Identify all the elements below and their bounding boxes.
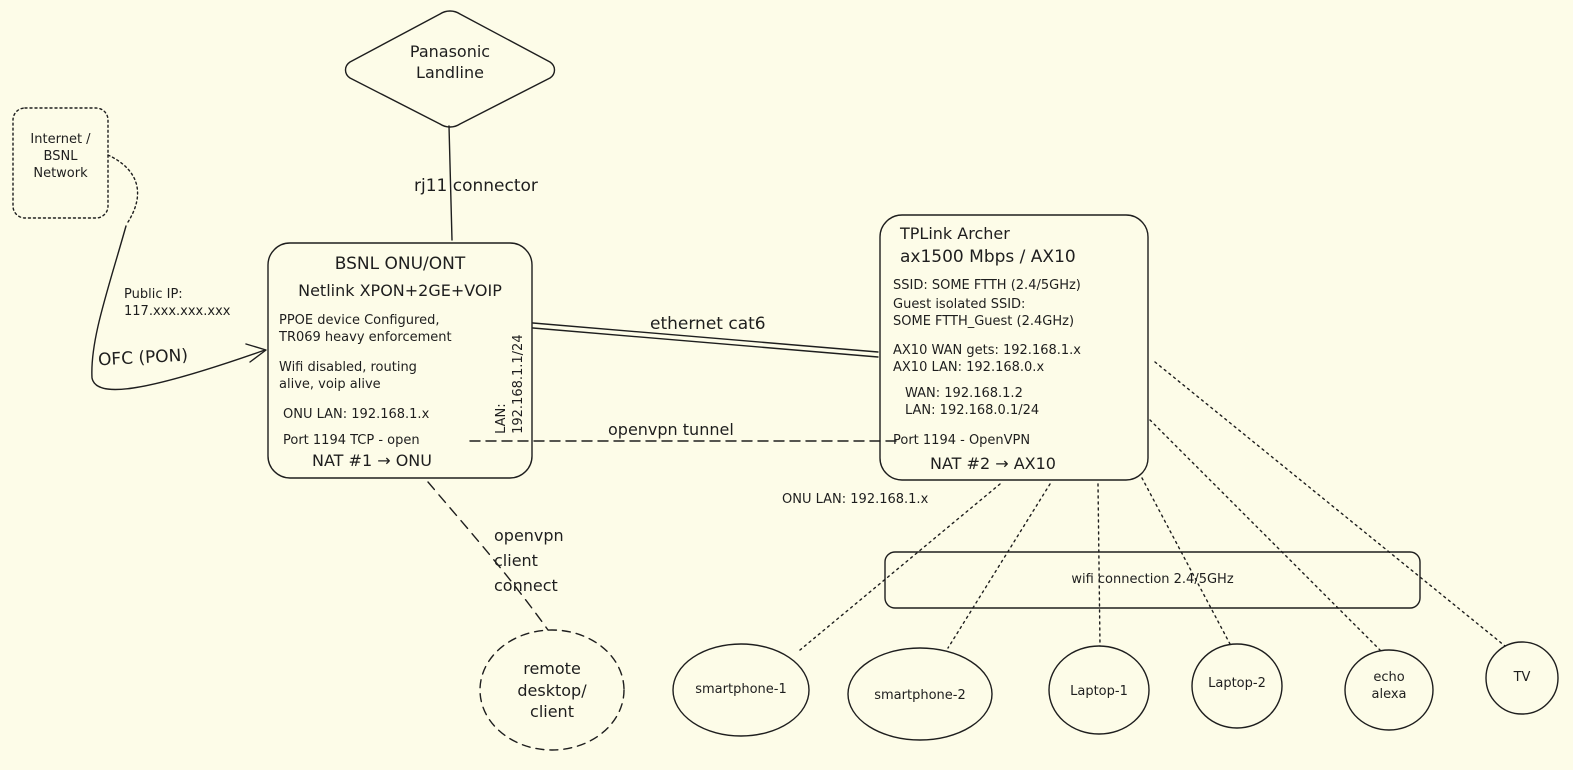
laptop-2-ellipse: [1191, 643, 1283, 729]
laptop-1-ellipse: [1048, 645, 1150, 735]
rj11-line: [448, 125, 453, 241]
public-ip-label: Public IP: 117.xxx.xxx.xxx: [124, 287, 231, 319]
archer-box: [879, 214, 1149, 481]
link-tv: [1154, 361, 1506, 647]
onu-note-wifi: Wifi disabled, routing alive, voip alive: [279, 360, 417, 392]
rj11-label: rj11 connector: [414, 176, 538, 196]
laptop-2-label: Laptop-2: [1208, 676, 1266, 691]
link-laptop-2: [1141, 477, 1231, 645]
ethernet-label: ethernet cat6: [650, 314, 766, 334]
archer-nat-label: NAT #2 → AX10: [930, 454, 1056, 473]
archer-title: TPLink Archer: [900, 224, 1010, 243]
onu-lan-note: ONU LAN: 192.168.1.x: [782, 492, 929, 507]
link-smartphone-1: [799, 483, 1001, 651]
archer-ssid: SSID: SOME FTTH (2.4/5GHz): [893, 278, 1081, 293]
openvpn-tunnel-label: openvpn tunnel: [608, 420, 734, 439]
archer-port-label: Port 1194 - OpenVPN: [893, 433, 1031, 448]
smartphone-1-label: smartphone-1: [695, 682, 787, 697]
onu-lan-vertical: LAN: 192.168.1.1/24: [494, 334, 526, 434]
tv-label: TV: [1513, 670, 1531, 685]
laptop-1-label: Laptop-1: [1070, 684, 1128, 699]
onu-model: Netlink XPON+2GE+VOIP: [298, 281, 502, 300]
smartphone-2-ellipse: [847, 647, 993, 741]
onu-port-label: Port 1194 TCP - open: [283, 433, 420, 448]
client-connect-label: openvpn client connect: [494, 526, 564, 595]
link-laptop-1: [1097, 483, 1101, 647]
ofc-line: [91, 225, 266, 391]
internet-label: Internet / BSNL Network: [30, 132, 91, 181]
landline-label: Panasonic Landline: [409, 42, 491, 82]
ofc-arrowhead: [245, 343, 267, 363]
archer-addresses: WAN: 192.168.1.2 LAN: 192.168.0.1/24: [905, 386, 1040, 418]
link-echo-alexa: [1149, 419, 1381, 651]
onu-lan-label: ONU LAN: 192.168.1.x: [283, 407, 430, 422]
ethernet-line: [532, 322, 879, 358]
tv-ellipse: [1485, 641, 1559, 715]
archer-model: ax1500 Mbps / AX10: [900, 247, 1076, 267]
echo-alexa-label: echo alexa: [1371, 670, 1407, 702]
onu-title: BSNL ONU/ONT: [334, 254, 466, 274]
landline-diamond: [344, 10, 556, 128]
internet-box: [12, 107, 109, 219]
onu-note-config: PPOE device Configured, TR069 heavy enfo…: [279, 313, 452, 345]
remote-client-label: remote desktop/ client: [517, 659, 587, 722]
archer-guest-ssid: Guest isolated SSID: SOME FTTH_Guest (2.…: [893, 297, 1075, 329]
onu-box: [267, 242, 533, 479]
echo-alexa-ellipse: [1344, 649, 1434, 731]
smartphone-2-label: smartphone-2: [874, 688, 966, 703]
wifi-label: wifi connection 2.4/5GHz: [1071, 572, 1234, 587]
remote-client-ellipse: [479, 629, 625, 751]
onu-nat-label: NAT #1 → ONU: [312, 451, 432, 470]
archer-wan-lan: AX10 WAN gets: 192.168.1.x AX10 LAN: 192…: [893, 343, 1081, 375]
client-connect-line: [427, 481, 549, 631]
link-smartphone-2: [947, 483, 1051, 649]
smartphone-1-ellipse: [672, 643, 810, 737]
internet-tail: [107, 154, 139, 223]
